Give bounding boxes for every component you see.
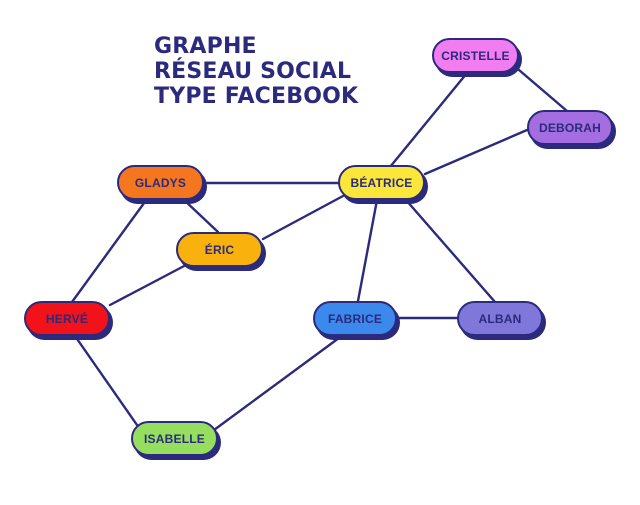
edge-beatrice-alban (404, 198, 497, 304)
node-label-deborah: DEBORAH (538, 120, 602, 135)
node-herve[interactable]: HERVÉ (24, 301, 110, 336)
node-label-fabrice: FABRICE (327, 311, 383, 326)
node-cristelle[interactable]: CRISTELLE (432, 38, 519, 73)
node-alban[interactable]: ALBAN (457, 301, 543, 336)
node-gladys[interactable]: GLADYS (117, 165, 204, 200)
edge-deborah-beatrice (423, 128, 529, 176)
edge-cristelle-deborah (517, 68, 569, 113)
edge-eric-beatrice (261, 194, 345, 241)
edge-gladys-eric (181, 197, 220, 234)
title-line-1: GRAPHE (154, 34, 257, 59)
node-label-alban: ALBAN (478, 311, 522, 326)
node-label-beatrice: BÉATRICE (350, 175, 413, 190)
node-label-eric: ÉRIC (204, 242, 235, 257)
node-beatrice[interactable]: BÉATRICE (338, 165, 425, 200)
title-line-3: TYPE FACEBOOK (154, 84, 359, 109)
node-eric[interactable]: ÉRIC (176, 232, 263, 267)
node-label-isabelle: ISABELLE (144, 431, 205, 446)
diagram-title: GRAPHE RÉSEAU SOCIAL TYPE FACEBOOK (154, 34, 358, 109)
node-isabelle[interactable]: ISABELLE (131, 421, 218, 456)
node-label-gladys: GLADYS (134, 175, 187, 190)
node-label-herve: HERVÉ (45, 311, 89, 326)
edge-cristelle-beatrice (388, 71, 469, 169)
edge-gladys-herve (70, 197, 149, 304)
edge-eric-herve (108, 263, 188, 307)
node-deborah[interactable]: DEBORAH (527, 110, 613, 145)
node-fabrice[interactable]: FABRICE (313, 301, 397, 336)
edge-beatrice-fabrice (356, 198, 379, 303)
node-label-cristelle: CRISTELLE (441, 48, 510, 63)
edge-herve-isabelle (73, 334, 139, 427)
edge-fabrice-isabelle (212, 333, 345, 432)
title-line-2: RÉSEAU SOCIAL (154, 59, 352, 84)
